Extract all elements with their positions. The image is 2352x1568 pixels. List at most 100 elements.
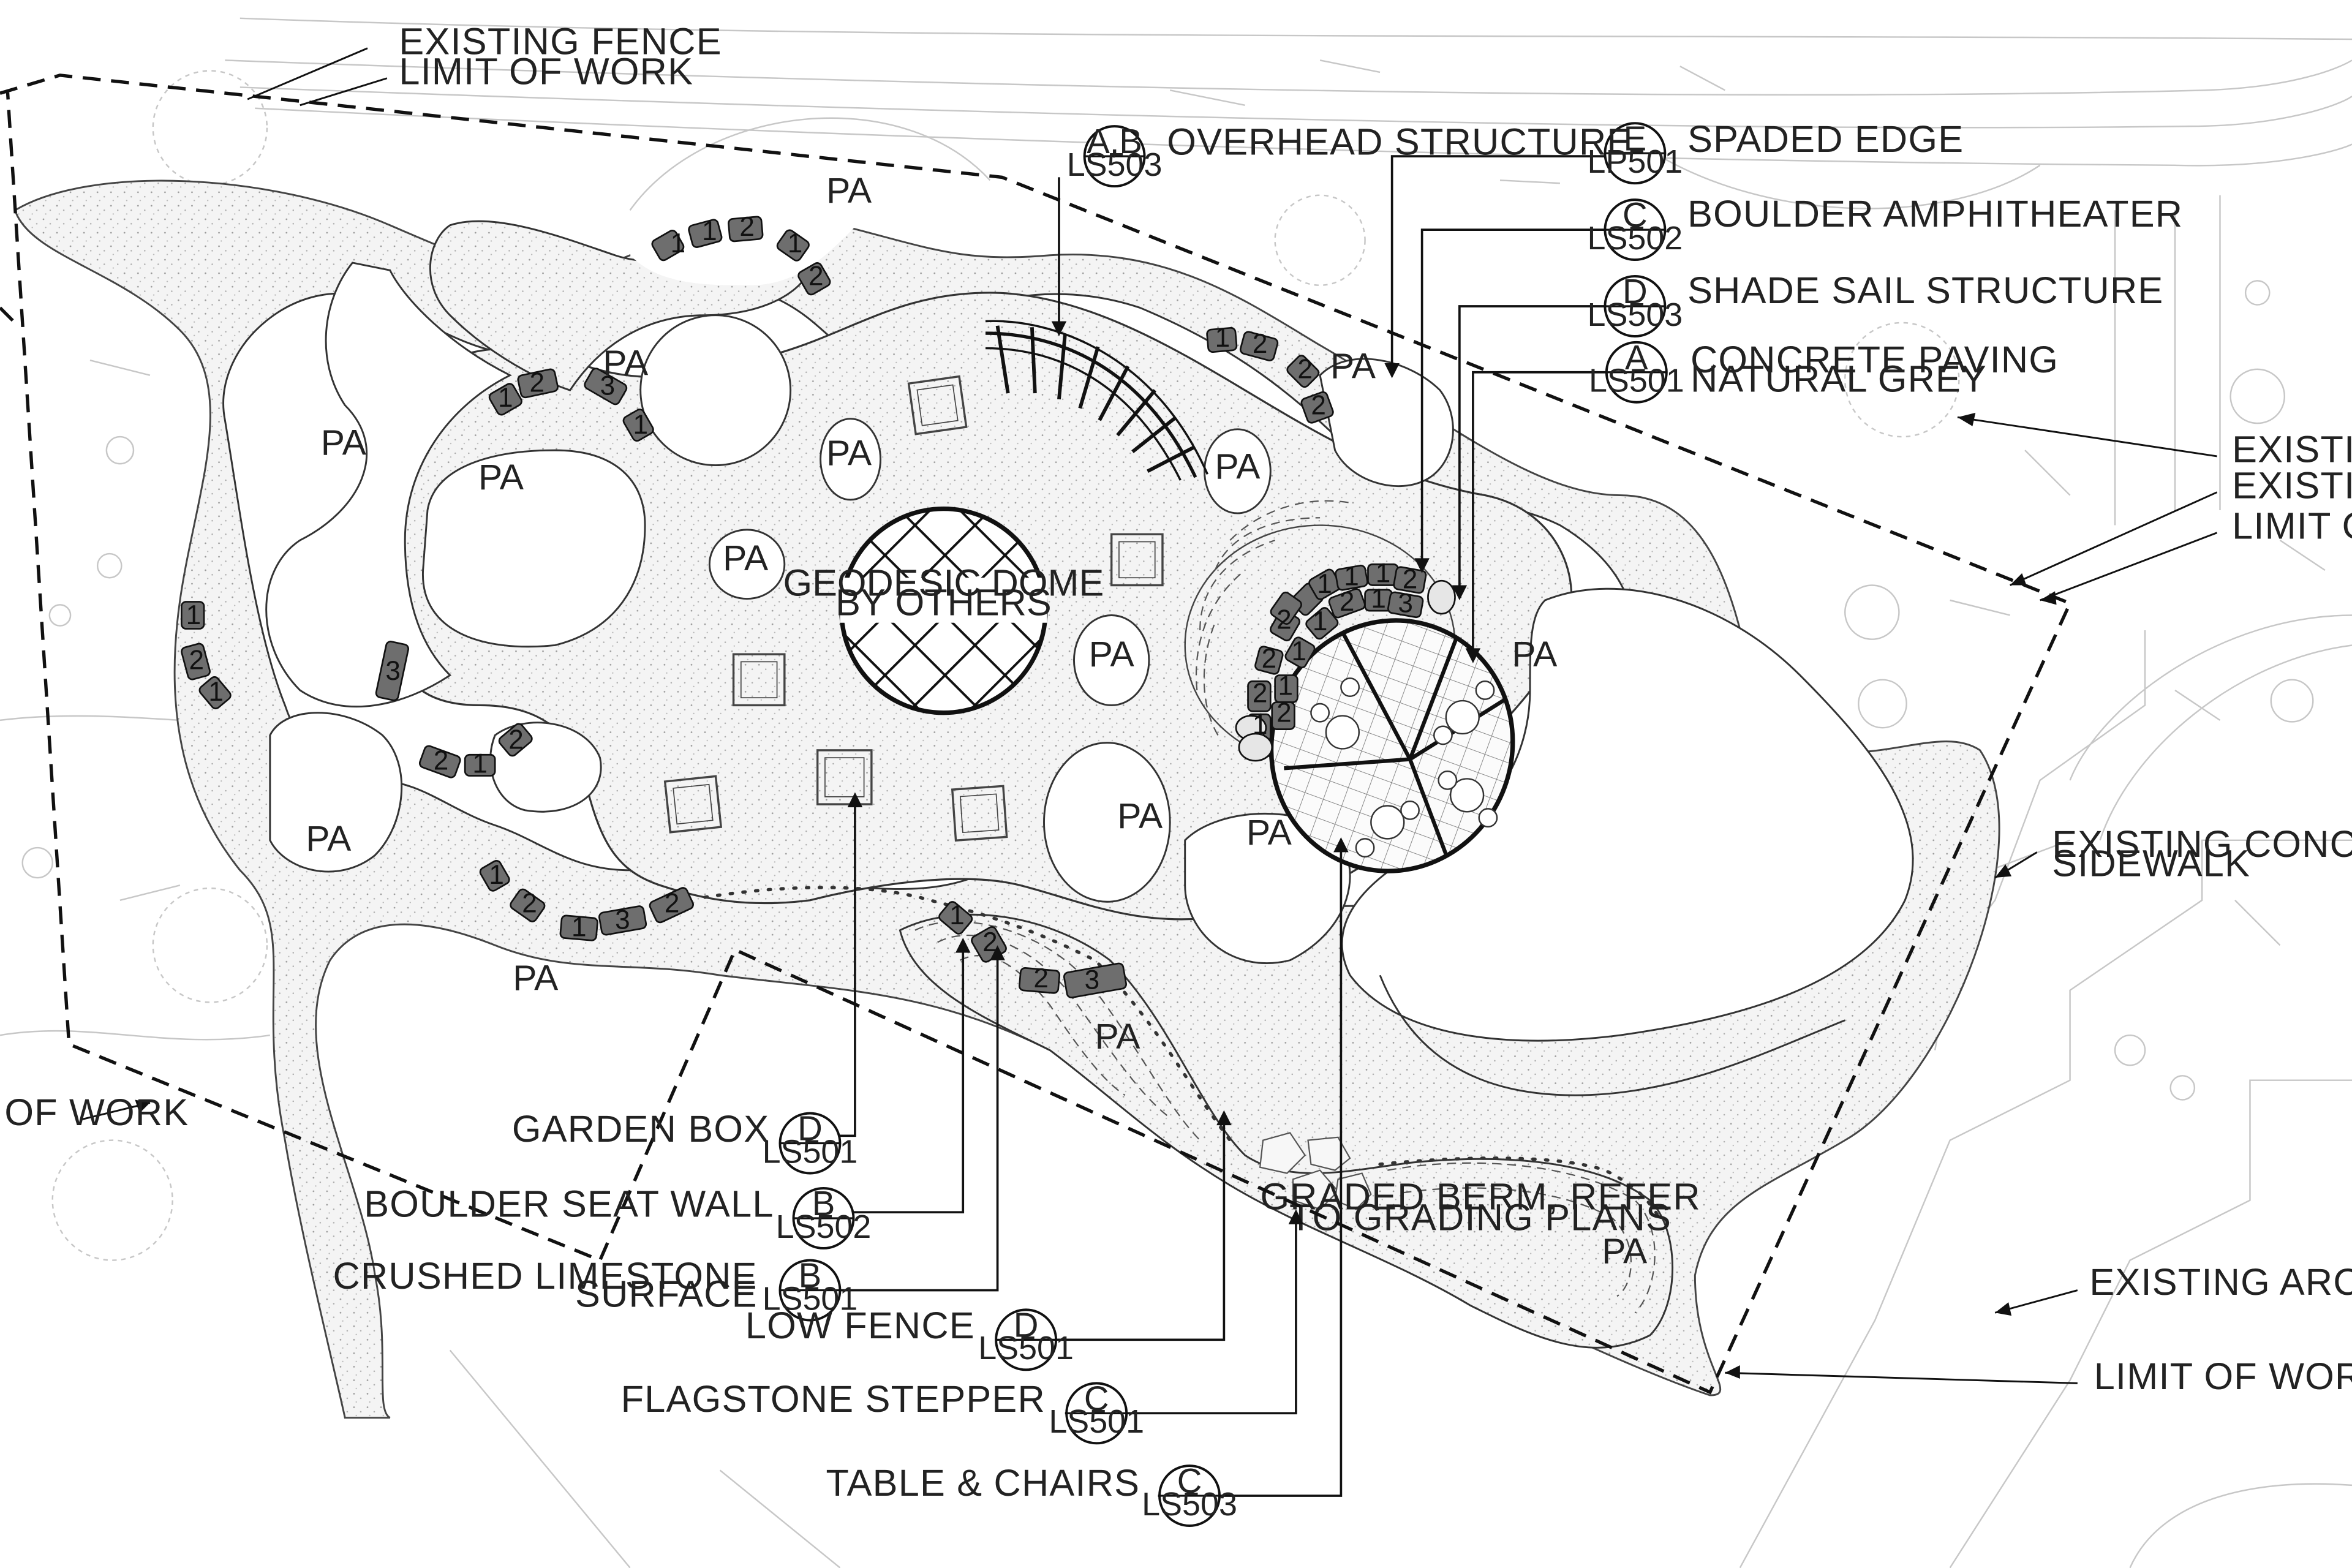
svg-text:LS501: LS501 xyxy=(1049,1403,1144,1440)
svg-text:PA: PA xyxy=(1117,796,1163,836)
svg-text:2: 2 xyxy=(1253,679,1268,709)
svg-text:PA: PA xyxy=(1246,813,1292,853)
svg-text:2: 2 xyxy=(1253,329,1268,359)
overhead-structure xyxy=(985,320,1208,481)
svg-text:2: 2 xyxy=(739,212,755,242)
label-concrete-paving-2: NATURAL GREY xyxy=(1691,358,1987,400)
context-labels: EXISTING FENCE LIMIT OF WORK EXISTING TR… xyxy=(4,21,2352,1398)
svg-text:2: 2 xyxy=(1033,963,1049,993)
label-low-fence: LOW FENCE xyxy=(745,1305,975,1346)
svg-text:D: D xyxy=(1014,1305,1039,1344)
svg-text:2: 2 xyxy=(1276,698,1292,728)
svg-text:2: 2 xyxy=(1276,605,1292,635)
label-limit-of-work-right: LIMIT OF WORK xyxy=(2232,505,2352,547)
svg-text:3: 3 xyxy=(615,905,630,935)
svg-text:LS502: LS502 xyxy=(776,1208,872,1245)
svg-text:C: C xyxy=(1084,1379,1109,1417)
svg-text:PA: PA xyxy=(603,344,649,383)
svg-text:1: 1 xyxy=(472,749,488,779)
planting-areas xyxy=(265,168,1914,1349)
shade-sail-table-area xyxy=(1268,611,1517,873)
svg-text:2: 2 xyxy=(522,888,537,918)
svg-text:1: 1 xyxy=(208,677,224,707)
label-sidewalk-1: EXISTING CONCRETE xyxy=(2052,823,2352,865)
svg-text:GRADED BERM, REFER: GRADED BERM, REFER xyxy=(1260,1175,1700,1217)
svg-text:PA: PA xyxy=(306,819,352,859)
svg-text:1: 1 xyxy=(1344,562,1359,592)
svg-text:PA: PA xyxy=(826,171,872,211)
svg-text:PA: PA xyxy=(826,434,872,473)
svg-text:PA: PA xyxy=(1089,635,1135,674)
svg-text:C: C xyxy=(1623,195,1648,234)
svg-text:B: B xyxy=(799,1256,822,1295)
svg-text:1: 1 xyxy=(1278,671,1294,701)
boulder-seat-stones xyxy=(180,216,1456,998)
svg-text:3: 3 xyxy=(1085,965,1100,995)
svg-text:2: 2 xyxy=(529,368,545,398)
label-crushed-limestone-2: SURFACE xyxy=(575,1273,758,1314)
svg-text:PA: PA xyxy=(1512,635,1558,674)
tag-table-chairs: C LS503 xyxy=(1142,1461,1237,1527)
dome-label-line1: GEODESIC DOME xyxy=(783,562,1104,604)
svg-text:2: 2 xyxy=(1340,587,1355,617)
limit-of-work-line xyxy=(0,74,2073,1395)
tag-low-fence: D LS501 xyxy=(978,1305,1074,1371)
svg-text:LS503: LS503 xyxy=(1142,1486,1237,1523)
label-limit-of-work-bottom: LIMIT OF WORK xyxy=(2094,1355,2352,1397)
svg-text:1: 1 xyxy=(1292,636,1307,666)
svg-text:1: 1 xyxy=(1215,323,1231,353)
svg-text:2: 2 xyxy=(809,262,824,292)
svg-text:2: 2 xyxy=(1403,564,1418,594)
label-overhead-structure: OVERHEAD STRUCTURE xyxy=(1167,121,1632,163)
tag-garden-box: D LS501 xyxy=(763,1109,858,1175)
svg-text:PA: PA xyxy=(321,423,367,462)
svg-text:2: 2 xyxy=(1297,355,1313,385)
svg-text:LP501: LP501 xyxy=(1588,143,1683,180)
svg-text:1: 1 xyxy=(489,860,504,890)
label-limit-of-work-left: OF WORK xyxy=(4,1091,189,1133)
svg-text:PA: PA xyxy=(1602,1231,1648,1271)
svg-text:3: 3 xyxy=(385,656,401,686)
svg-text:1: 1 xyxy=(1313,606,1328,636)
svg-text:D: D xyxy=(797,1109,823,1148)
planting-area-labels: PA PA PA PA PA PA PA PA PA PA PA PA PA P… xyxy=(306,171,1648,1271)
label-table-chairs: TABLE & CHAIRS xyxy=(826,1462,1140,1504)
dome-label-line2: BY OTHERS xyxy=(835,581,1052,623)
svg-text:1: 1 xyxy=(498,383,513,413)
svg-text:PA: PA xyxy=(1215,447,1261,487)
svg-text:LS501: LS501 xyxy=(978,1330,1074,1366)
svg-text:1: 1 xyxy=(571,913,587,943)
tag-flagstone-stepper: C LS501 xyxy=(1049,1379,1144,1445)
svg-text:3: 3 xyxy=(1398,589,1413,619)
svg-text:PA: PA xyxy=(1330,347,1376,386)
label-boulder-amphitheater: BOULDER AMPHITHEATER xyxy=(1687,193,2183,235)
svg-text:1: 1 xyxy=(671,228,686,258)
svg-text:C: C xyxy=(1177,1461,1202,1500)
tag-concrete-paving: A LS501 xyxy=(1589,338,1684,404)
callout-bubbles: A,B LS503 E LP501 C LS502 D LS503 A LS50… xyxy=(763,119,1684,1527)
tag-spaded-edge: E LP501 xyxy=(1588,119,1683,185)
svg-text:1: 1 xyxy=(186,600,202,630)
label-existing-architecture: EXISTING ARCHITECTURE xyxy=(2089,1261,2352,1303)
svg-text:LS501: LS501 xyxy=(1589,363,1684,399)
label-concrete-paving-1: CONCRETE PAVING xyxy=(1691,339,2059,380)
label-existing-fence-right: EXISTING FENCE xyxy=(2232,464,2352,506)
svg-text:2: 2 xyxy=(189,646,205,676)
label-boulder-seat-wall: BOULDER SEAT WALL xyxy=(364,1183,774,1225)
svg-text:1: 1 xyxy=(1371,584,1386,614)
svg-text:2: 2 xyxy=(1311,390,1326,420)
label-existing-fence-top: EXISTING FENCE xyxy=(399,21,722,62)
low-fence-line xyxy=(703,886,1664,1225)
tag-overhead-structure: A,B LS503 xyxy=(1067,122,1162,188)
svg-text:PA: PA xyxy=(1095,1017,1140,1057)
garden-boxes xyxy=(663,375,1164,842)
svg-text:1: 1 xyxy=(1376,559,1391,589)
svg-text:2: 2 xyxy=(665,888,680,918)
graded-berm-note: GRADED BERM, REFER TO GRADING PLANS xyxy=(1260,1175,1700,1238)
tag-crushed-limestone: B LS501 xyxy=(763,1256,858,1322)
label-crushed-limestone-1: CRUSHED LIMESTONE xyxy=(333,1255,758,1297)
svg-text:E: E xyxy=(1624,119,1647,157)
tag-boulder-amphitheater: C LS502 xyxy=(1588,195,1683,262)
svg-text:1: 1 xyxy=(949,900,965,930)
